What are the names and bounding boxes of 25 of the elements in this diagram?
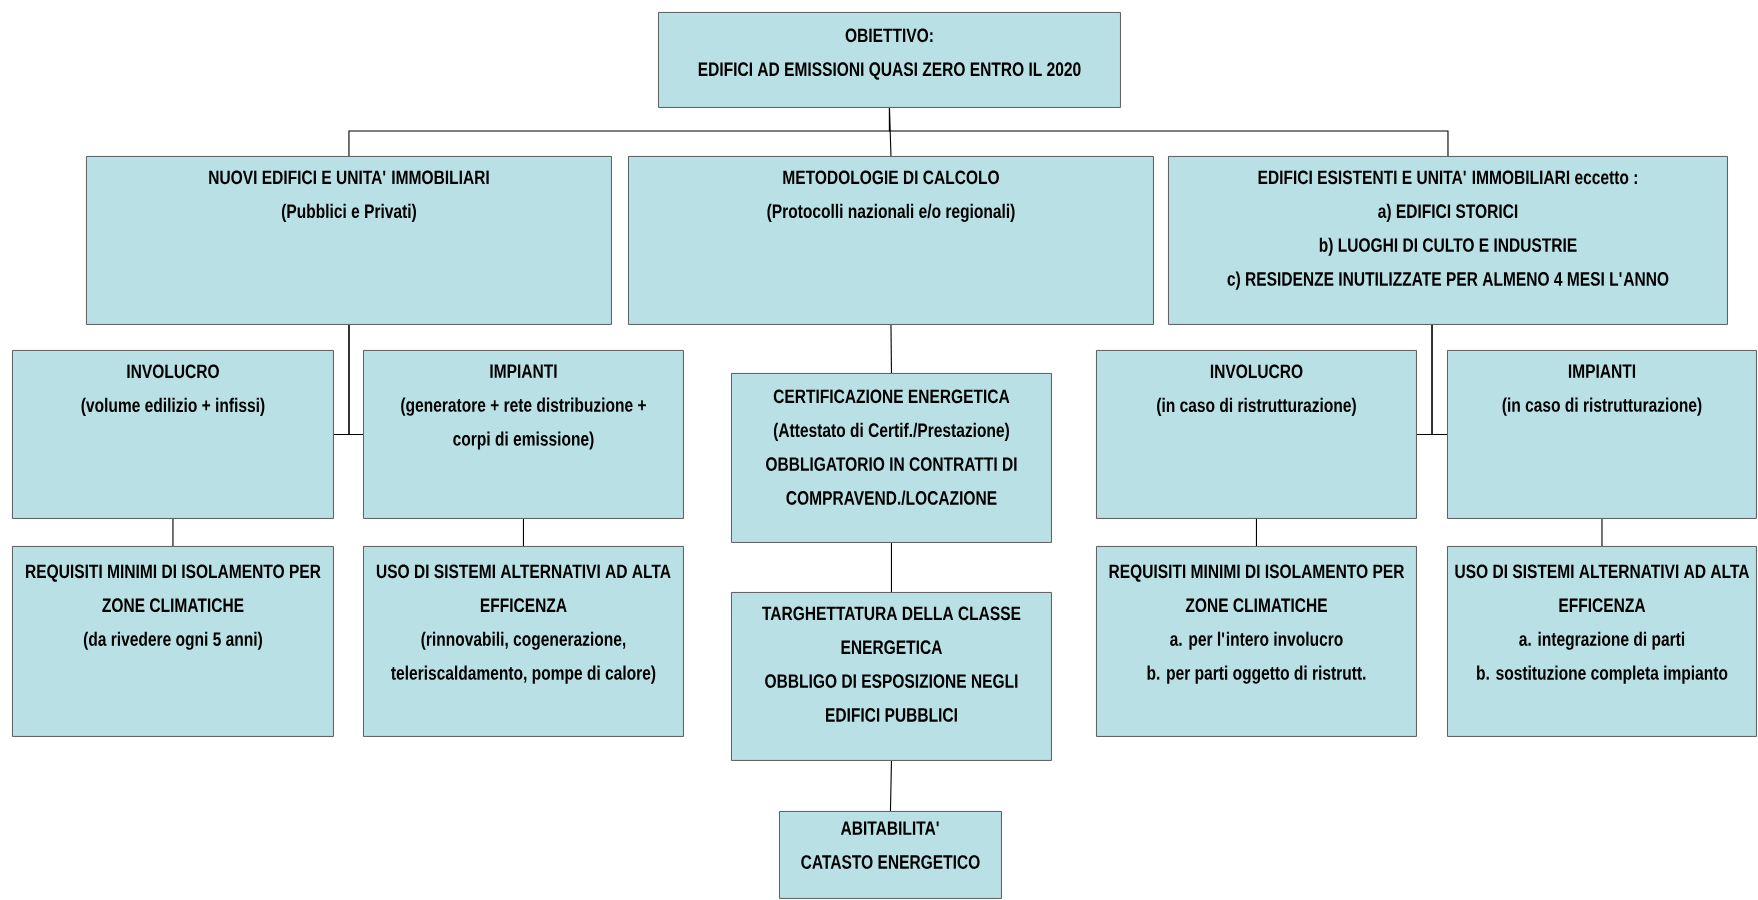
requirement-box: REQUISITI MINIMI DI ISOLAMENTO PER ZONE CLIMATICHE a. per l'intero involucro b. per parti oggetto di ristrutt. <box>1096 546 1417 737</box>
connector-line <box>522 518 524 547</box>
connector-line <box>1255 518 1257 547</box>
requirement-box: USO DI SISTEMI ALTERNATIVI AD ALTA EFFICENZA (rinnovabili, cogenerazione, teleriscaldamento, pompe di calore) <box>363 546 684 737</box>
subcategory-box: IMPIANTI (generatore + rete distribuzione + corpi di emissione) <box>363 350 684 519</box>
connector-line <box>1601 518 1603 547</box>
subcategory-box: INVOLUCRO (in caso di ristrutturazione) <box>1096 350 1417 519</box>
goal-box: OBIETTIVO: EDIFICI AD EMISSIONI QUASI ZERO ENTRO IL 2020 <box>658 12 1121 108</box>
certification-box: CERTIFICAZIONE ENERGETICA (Attestato di Certif./Prestazione) OBBLIGATORIO IN CONTRATTI DI COMPRAVEND./LOCAZIONE <box>731 373 1052 543</box>
category-box: NUOVI EDIFICI E UNITA' IMMOBILIARI (Pubblici e Privati) <box>86 156 612 325</box>
connector-line <box>890 324 892 374</box>
connector-line <box>348 324 364 435</box>
connector-line <box>1431 324 1448 435</box>
subcategory-box: IMPIANTI (in caso di ristrutturazione) <box>1447 350 1757 519</box>
category-box: METODOLOGIE DI CALCOLO (Protocolli nazionali e/o regionali) <box>628 156 1154 325</box>
connector-line <box>889 760 892 812</box>
connector-line <box>888 107 1449 157</box>
requirement-box: REQUISITI MINIMI DI ISOLAMENTO PER ZONE CLIMATICHE (da rivedere ogni 5 anni) <box>12 546 334 737</box>
connector-line <box>890 542 892 593</box>
requirement-box: USO DI SISTEMI ALTERNATIVI AD ALTA EFFICENZA a. integrazione di parti b. sostituzione completa impianto <box>1447 546 1757 737</box>
requirement-box: ABITABILITA' CATASTO ENERGETICO <box>779 811 1002 899</box>
category-box: EDIFICI ESISTENTI E UNITA' IMMOBILIARI eccetto : a) EDIFICI STORICI b) LUOGHI DI CULTO E INDUSTRIE c) RESIDENZE INUTILIZZATE PER ALMENO 4 MESI L'ANNO <box>1168 156 1728 325</box>
connector-line <box>172 518 174 547</box>
requirement-box: TARGHETTATURA DELLA CLASSE ENERGETICA OBBLIGO DI ESPOSIZIONE NEGLI EDIFICI PUBBLICI <box>731 592 1052 761</box>
subcategory-box: INVOLUCRO (volume edilizio + infissi) <box>12 350 334 519</box>
